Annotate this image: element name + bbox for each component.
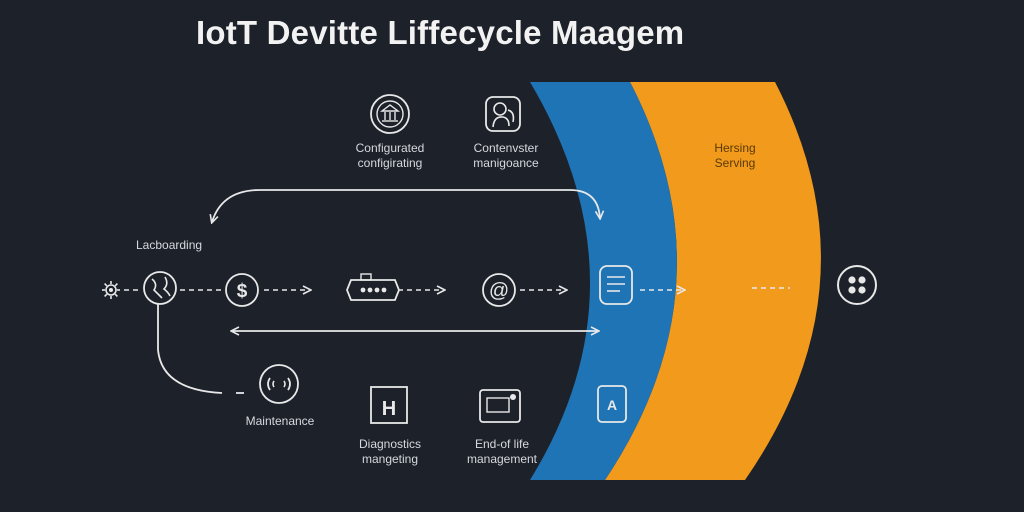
svg-text:A: A xyxy=(607,397,617,413)
document-icon xyxy=(599,265,633,305)
heroing-label: Hersing Serving xyxy=(714,141,756,170)
orange-stage-band xyxy=(605,82,821,480)
end-of-life-label: End-of life management xyxy=(466,437,538,466)
main-flow xyxy=(124,288,790,290)
maintenance-label: Maintenance xyxy=(245,414,315,428)
return-loop-arrow xyxy=(212,189,600,222)
maintenance-branch-line xyxy=(157,304,223,394)
monitor-icon xyxy=(479,389,521,423)
svg-text:@: @ xyxy=(489,280,509,302)
dollar-icon: $ xyxy=(225,273,259,307)
at-icon: @ xyxy=(482,273,516,307)
globe-icon xyxy=(143,271,177,305)
gear-icon xyxy=(102,281,120,299)
svg-text:H: H xyxy=(382,398,396,420)
page-title: IotT Devitte Liffecycle Maagem xyxy=(196,14,685,51)
blue-stage-band xyxy=(530,82,677,480)
configurated-label: Configurated configirating xyxy=(355,141,425,170)
tablet-icon: A xyxy=(597,385,627,423)
device-icon xyxy=(346,273,400,301)
diagnostics-label: Diagnostics mangeting xyxy=(358,437,422,466)
svg-text:$: $ xyxy=(237,281,248,302)
onboarding-label: Lacboarding xyxy=(136,238,203,252)
profile-icon xyxy=(485,96,521,132)
grid-icon xyxy=(837,265,877,305)
signal-icon xyxy=(259,364,299,404)
chip-icon: H xyxy=(370,386,408,424)
building-icon xyxy=(370,94,410,134)
contenvster-label: Contenvster manigoance xyxy=(473,141,539,170)
